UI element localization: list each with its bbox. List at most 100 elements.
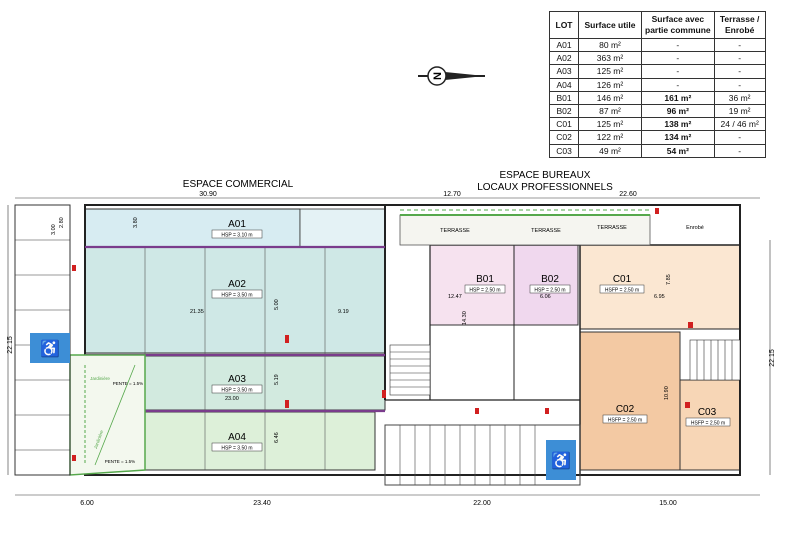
cell-surface-commune: 134 m² — [641, 130, 715, 145]
lot-fills — [84, 208, 741, 471]
cell-terrasse: 36 m² — [713, 90, 766, 105]
cell-surface-utile: 122 m² — [578, 130, 642, 145]
table-header-row: LOT Surface utile Surface avec partie co… — [549, 11, 766, 39]
cell-lot: A02 — [549, 51, 579, 66]
dim-inner: 6.46 — [274, 432, 280, 443]
lot-hsp-a03: HSP = 3.50 m — [221, 388, 252, 394]
cell-surface-utile: 87 m² — [578, 103, 642, 119]
lot-label-b01: B01 — [476, 274, 494, 285]
cell-lot: B02 — [549, 103, 579, 119]
cell-terrasse: - — [713, 64, 766, 79]
dim-bottom-3: 22.00 — [473, 500, 491, 507]
header-terrasse: Terrasse / Enrobé — [713, 11, 766, 39]
terrasse-label: TERRASSE — [440, 228, 470, 234]
north-letter: N — [432, 72, 444, 80]
jardiniere-area — [69, 354, 146, 476]
zone-bureaux-title: ESPACE BUREAUX — [500, 170, 591, 181]
header-terrasse-line1: Terrasse / — [719, 14, 760, 24]
cell-lot: A04 — [549, 77, 579, 92]
jardiniere-label: Jardinière — [90, 376, 110, 381]
accessible-parking-bottom: ♿ — [546, 440, 576, 480]
lot-a04-area — [144, 411, 376, 471]
dim-side-left: 22.15 — [7, 336, 14, 354]
header-surface-commune: Surface avec partie commune — [641, 11, 715, 39]
jardiniere-label: Jardinière — [93, 429, 105, 450]
cell-surface-utile: 125 m² — [578, 64, 642, 79]
cell-terrasse: - — [713, 37, 766, 53]
lot-hsp-c02: HSFP = 2.50 m — [608, 418, 642, 424]
dim-top-2: 12.70 — [443, 191, 461, 198]
lot-label-c03: C03 — [698, 407, 717, 418]
dim-inner: 3.00 — [51, 224, 57, 235]
lot-hsp-a01: HSP = 3.10 m — [221, 233, 252, 239]
lot-hsp-c03: HSFP = 2.50 m — [691, 421, 725, 427]
dim-top-3: 22.60 — [619, 191, 637, 198]
enrobe-label: Enrobé — [686, 225, 704, 231]
header-surface-commune-line2: partie commune — [645, 25, 711, 35]
terrasse-label: TERRASSE — [597, 225, 627, 231]
lot-hsp-a02: HSP = 3.50 m — [221, 293, 252, 299]
pente-label: PENTE = 1.5% — [105, 459, 135, 464]
dim-inner: 6.95 — [654, 294, 665, 300]
zone-commercial-title: ESPACE COMMERCIAL — [183, 179, 294, 190]
lot-hsp-b02: HSP = 2.50 m — [534, 288, 565, 294]
cell-surface-utile: 49 m² — [578, 143, 642, 158]
terrasse-label: TERRASSE — [531, 228, 561, 234]
dim-inner: 3.80 — [133, 217, 139, 228]
dim-inner: 7.85 — [666, 274, 672, 285]
cell-lot: C03 — [549, 143, 579, 158]
cell-surface-commune: - — [641, 37, 715, 53]
cell-surface-utile: 126 m² — [578, 77, 642, 92]
dim-inner: 12.47 — [448, 294, 462, 300]
header-surface-commune-line1: Surface avec — [651, 14, 705, 24]
cell-surface-commune: 54 m² — [641, 143, 715, 158]
dim-inner: 9.19 — [338, 309, 349, 315]
cell-terrasse: - — [713, 77, 766, 92]
dim-inner: 23.00 — [225, 396, 239, 402]
lot-labels: A01 HSP = 3.10 m A02 HSP = 3.50 m A03 HS… — [211, 219, 731, 452]
cell-terrasse: 19 m² — [713, 103, 766, 119]
dim-inner: 10.90 — [664, 386, 670, 400]
north-arrow-icon: N — [418, 66, 485, 86]
dimension-lines — [7, 197, 771, 496]
cell-surface-commune: - — [641, 77, 715, 92]
lot-label-a04: A04 — [228, 432, 246, 443]
header-lot: LOT — [549, 11, 579, 39]
lot-label-a03: A03 — [228, 374, 246, 385]
cell-terrasse: - — [713, 143, 766, 158]
stairs-c — [689, 339, 741, 381]
svg-text:♿: ♿ — [40, 339, 60, 358]
cell-lot: B01 — [549, 90, 579, 105]
cell-surface-commune: - — [641, 64, 715, 79]
cell-surface-utile: 80 m² — [578, 37, 642, 53]
cell-terrasse: - — [713, 130, 766, 145]
lot-a01-area — [84, 208, 301, 248]
dim-bottom-2: 23.40 — [253, 500, 271, 507]
cell-surface-commune: 96 m² — [641, 103, 715, 119]
header-surface-utile: Surface utile — [578, 11, 642, 39]
cell-lot: A01 — [549, 37, 579, 53]
lot-hsp-b01: HSP = 2.50 m — [469, 288, 500, 294]
dim-bottom-4: 15.00 — [659, 500, 677, 507]
lot-label-c02: C02 — [616, 404, 635, 415]
cell-terrasse: 24 / 46 m² — [713, 117, 766, 132]
lot-label-a02: A02 — [228, 279, 246, 290]
stairs-b — [389, 344, 431, 396]
pente-label: PENTE = 1.5% — [113, 381, 143, 386]
cell-lot: A03 — [549, 64, 579, 79]
lot-c02-area — [579, 331, 681, 471]
svg-text:♿: ♿ — [551, 451, 571, 470]
cell-surface-utile: 125 m² — [578, 117, 642, 132]
cell-surface-utile: 363 m² — [578, 51, 642, 66]
cell-surface-commune: - — [641, 51, 715, 66]
lot-label-a01: A01 — [228, 219, 246, 230]
lot-label-c01: C01 — [613, 274, 632, 285]
header-terrasse-line2: Enrobé — [725, 25, 755, 35]
